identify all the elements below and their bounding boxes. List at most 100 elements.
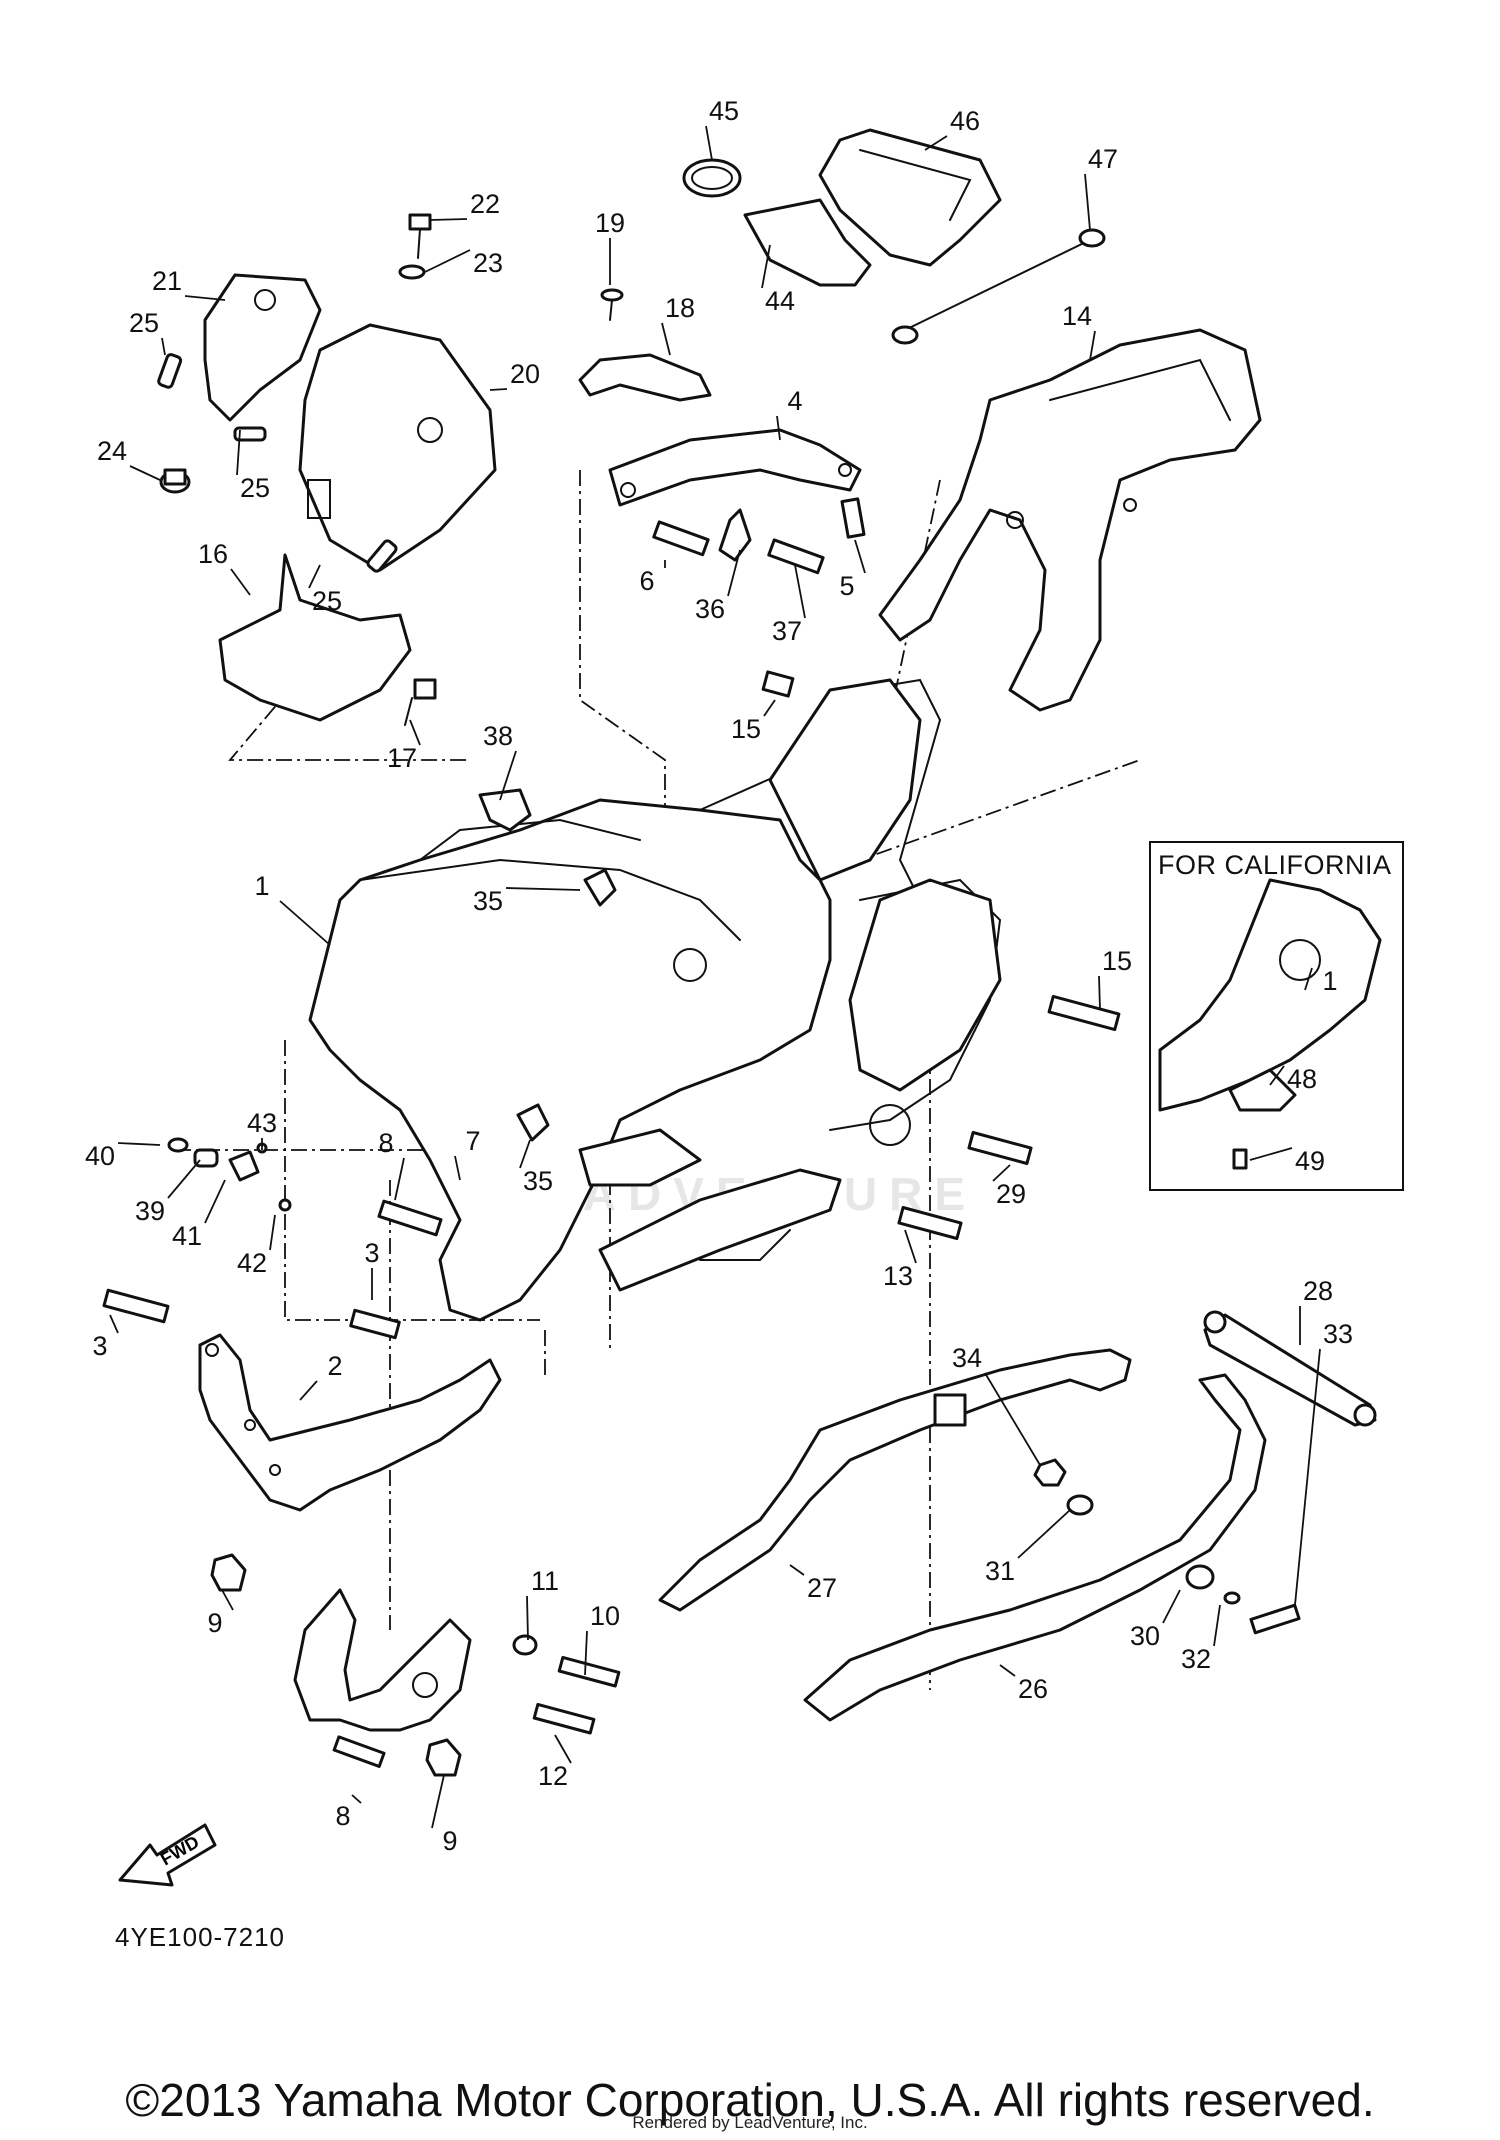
callout-24: 24 xyxy=(97,436,161,481)
rendered-by-credit: Rendered by LeadVenture, Inc. xyxy=(632,2113,868,2132)
callout-number: 43 xyxy=(247,1108,277,1138)
leader-line xyxy=(584,1630,588,1676)
callout-37: 37 xyxy=(772,564,806,646)
part-16-tray xyxy=(218,553,412,722)
callout-31: 31 xyxy=(985,1509,1071,1586)
callout-number: 37 xyxy=(772,616,802,646)
callout-number: 31 xyxy=(985,1556,1015,1586)
leader-line xyxy=(854,539,866,574)
leader-line xyxy=(661,322,671,356)
leader-line xyxy=(992,1164,1011,1182)
callout-number: 34 xyxy=(952,1343,982,1373)
part-10-11-12-fasteners xyxy=(332,1634,621,1768)
leader-line xyxy=(489,388,508,391)
callout-9: 9 xyxy=(207,1589,234,1638)
callout-number: 17 xyxy=(387,743,417,773)
callout-number: 7 xyxy=(465,1126,480,1156)
callout-9: 9 xyxy=(431,1774,458,1856)
callout-41: 41 xyxy=(172,1179,226,1251)
callout-49: 49 xyxy=(1249,1146,1325,1176)
california-inset xyxy=(1149,841,1404,1191)
leader-line xyxy=(794,564,806,619)
part-20-cover xyxy=(298,323,497,572)
callout-26: 26 xyxy=(999,1664,1048,1704)
part-47-cable xyxy=(891,228,1106,345)
leader-line xyxy=(1084,173,1091,231)
leader-line xyxy=(554,1734,572,1764)
leader-line xyxy=(221,1589,234,1611)
part-5-6-37-bolts xyxy=(652,497,866,575)
callout-47: 47 xyxy=(1084,144,1118,231)
copyright-notice: ©2013 Yamaha Motor Corporation, U.S.A. A… xyxy=(125,2074,1375,2126)
leader-line xyxy=(727,549,741,597)
leader-line xyxy=(167,1159,201,1199)
callout-number: 13 xyxy=(883,1261,913,1291)
callout-number: 18 xyxy=(665,293,695,323)
callout-number: 22 xyxy=(470,189,500,219)
fwd-arrow-icon: FWD xyxy=(118,1823,217,1887)
part-27-rail xyxy=(658,1348,1132,1612)
callout-number: 25 xyxy=(129,308,159,338)
leader-line xyxy=(279,900,331,946)
part-35-clamps xyxy=(516,868,617,1142)
callout-number: 6 xyxy=(639,566,654,596)
leader-line xyxy=(761,244,771,289)
part-28-bar xyxy=(1203,1310,1377,1427)
callout-number: 29 xyxy=(996,1179,1026,1209)
leader-line xyxy=(184,295,226,301)
callout-number: 24 xyxy=(97,436,127,466)
part-26-rail xyxy=(803,1373,1267,1722)
part-45-ring xyxy=(682,158,742,198)
callout-13: 13 xyxy=(883,1229,917,1291)
callout-6: 6 xyxy=(639,560,666,596)
callout-number: 3 xyxy=(364,1238,379,1268)
part-38-clip xyxy=(478,788,532,832)
part-14-rear-stay xyxy=(878,328,1262,712)
callout-number: 15 xyxy=(731,714,761,744)
leader-line xyxy=(1089,330,1096,361)
leader-line xyxy=(705,125,713,161)
callout-3: 3 xyxy=(92,1314,119,1361)
leader-line xyxy=(394,1157,405,1201)
callout-number: 39 xyxy=(135,1196,165,1226)
callout-number: 21 xyxy=(152,266,182,296)
callout-18: 18 xyxy=(661,293,695,356)
leader-line xyxy=(429,218,468,221)
leader-line xyxy=(924,135,948,151)
callout-number: 8 xyxy=(335,1801,350,1831)
inset-title: FOR CALIFORNIA xyxy=(1158,850,1392,880)
callout-10: 10 xyxy=(584,1601,620,1676)
callout-1: 1 xyxy=(1304,966,1338,996)
leader-line xyxy=(431,1774,445,1829)
part-30-34-fasteners xyxy=(1033,1458,1301,1635)
callout-number: 1 xyxy=(1322,966,1337,996)
callout-43: 43 xyxy=(247,1108,277,1150)
callout-32: 32 xyxy=(1181,1604,1221,1674)
callout-22: 22 xyxy=(429,189,500,221)
leader-line xyxy=(763,699,776,717)
leader-line xyxy=(776,415,781,441)
leader-line xyxy=(1213,1604,1221,1647)
leader-line xyxy=(409,719,421,746)
callout-number: 38 xyxy=(483,721,513,751)
diagram-code: 4YE100-7210 xyxy=(115,1922,286,1952)
callout-number: 46 xyxy=(950,106,980,136)
callout-layer: 1233456788991011121314151516171819202122… xyxy=(85,96,1353,1856)
part-21-side-cover xyxy=(203,273,322,422)
leader-line xyxy=(454,1155,461,1181)
callout-number: 11 xyxy=(531,1566,559,1596)
callout-number: 47 xyxy=(1088,144,1118,174)
callout-number: 28 xyxy=(1303,1276,1333,1306)
part-2-footrest-bracket xyxy=(198,1333,502,1512)
callout-48: 48 xyxy=(1269,1064,1317,1094)
leader-line xyxy=(129,465,161,481)
callout-number: 42 xyxy=(237,1248,267,1278)
part-22-23-bolt-washer xyxy=(398,213,432,280)
leader-line xyxy=(204,1179,226,1224)
leader-line xyxy=(1249,1147,1293,1161)
callout-number: 33 xyxy=(1323,1319,1353,1349)
callout-number: 25 xyxy=(240,473,270,503)
callout-44: 44 xyxy=(761,244,795,316)
callout-number: 3 xyxy=(92,1331,107,1361)
leader-line xyxy=(1162,1589,1181,1624)
